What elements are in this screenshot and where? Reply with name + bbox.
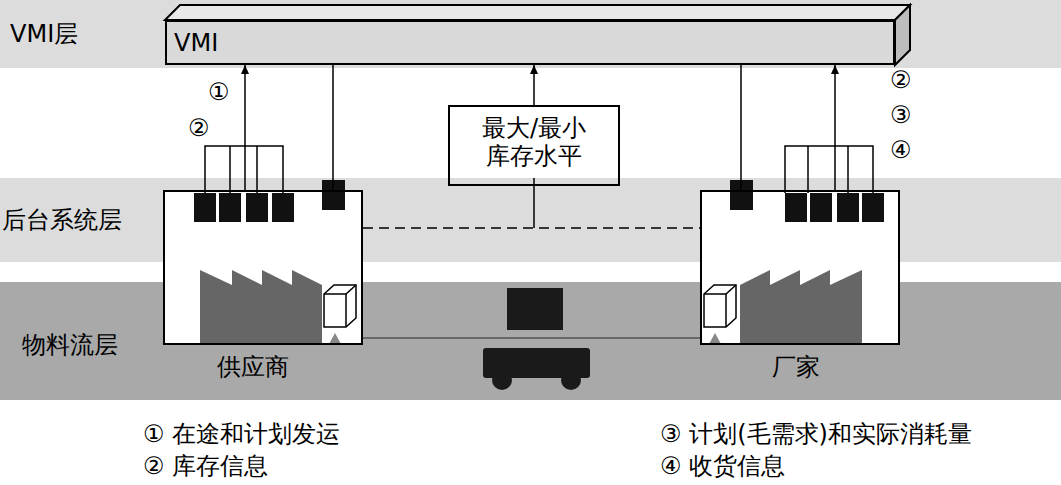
connector [834, 65, 836, 190]
band-ground [0, 178, 1061, 262]
box-fill [700, 190, 900, 345]
band-ground [0, 0, 1061, 68]
layer-band: 后台系统层 [0, 178, 1061, 262]
triangle-mark [329, 333, 341, 344]
data-square [194, 180, 884, 222]
node-text: VMI层 [10, 20, 78, 48]
bar-top [165, 5, 910, 20]
node-text: 物料流层 [22, 331, 118, 359]
callout-number: ④ [890, 136, 912, 164]
layer-band: VMI层 [0, 0, 1061, 68]
legend-note: ③ 计划(毛需求)和实际消耗量 [660, 420, 972, 448]
connector [332, 65, 334, 190]
truck [483, 288, 590, 390]
node-text: VMI [174, 29, 218, 57]
connector [740, 65, 742, 190]
callout-number: ② [890, 66, 912, 94]
layer-band: 物料流层 [0, 282, 1061, 400]
bar-front [165, 20, 895, 65]
callout-number: ③ [890, 101, 912, 129]
connector [244, 65, 246, 190]
legend-note: ④ 收货信息 [660, 452, 785, 480]
vmi-bar: VMI [165, 20, 895, 65]
node-text: 供应商 [217, 353, 289, 381]
box-fill [448, 105, 620, 178]
legend-note: ① 在途和计划发运 [143, 420, 340, 448]
flow-line [363, 337, 700, 339]
bar-side [895, 5, 910, 65]
triangle-mark [709, 333, 721, 344]
legend-note: ② 库存信息 [143, 452, 268, 480]
band-ground [0, 282, 1061, 400]
node-text: 最大/最小 库存水平 [472, 107, 596, 170]
factory-silhouette [740, 270, 862, 345]
callout-number: ② [188, 114, 210, 142]
supplier-box: 供应商 [163, 190, 363, 345]
process-box: 最大/最小 库存水平 [448, 105, 620, 186]
connector [533, 65, 535, 105]
box-fill [163, 190, 363, 345]
node-text: 后台系统层 [2, 206, 122, 234]
factory-silhouette [200, 270, 322, 345]
node-text: 厂家 [772, 353, 820, 381]
callout-number: ① [208, 78, 230, 106]
factory-box: 厂家 [700, 190, 900, 345]
dashed-link [363, 227, 700, 229]
